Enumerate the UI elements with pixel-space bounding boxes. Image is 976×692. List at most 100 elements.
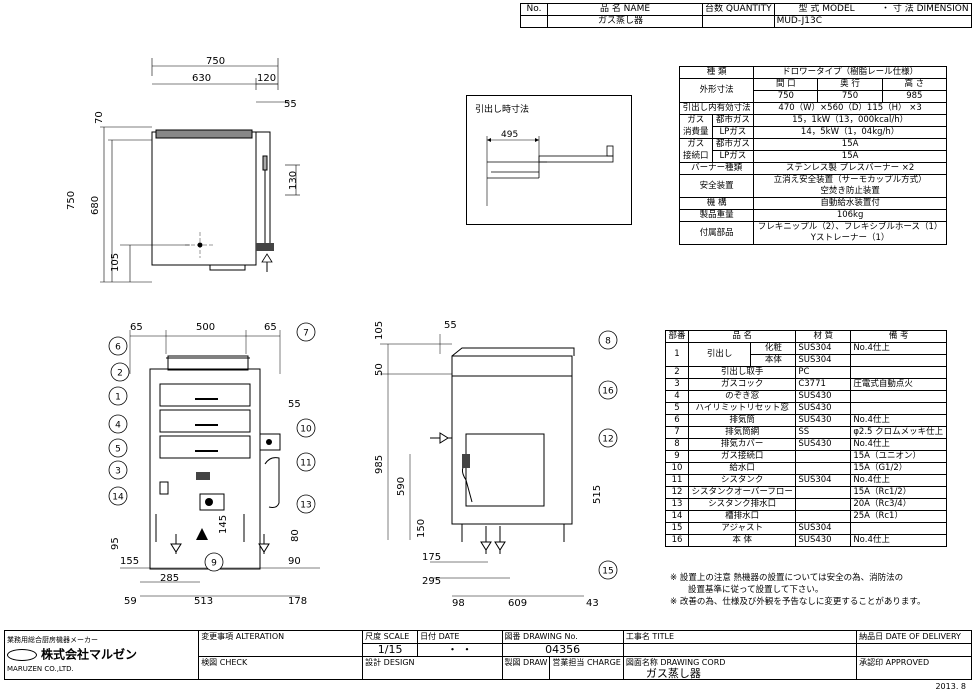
scale-label: 尺度 SCALE <box>362 630 419 644</box>
part-no: 12 <box>665 486 689 499</box>
part-note: No.4仕上 <box>850 474 947 487</box>
part-material: SUS430 <box>795 438 852 451</box>
inner-label: 引出し内有効寸法 <box>678 102 755 115</box>
notes: ※ 設置上の注意 熱機器の設置については安全の為、消防法の 設置基準に従って設置… <box>670 572 925 608</box>
dim-front-285: 285 <box>160 573 179 584</box>
alteration-label: 変更事項 ALTERATION <box>198 630 364 657</box>
part-note: No.4仕上 <box>850 534 947 547</box>
part-name: 槽排水口 <box>687 510 797 523</box>
part-name: ガスコック <box>687 378 797 391</box>
drawing-cord-label: 図面名称 DRAWING CORD <box>625 658 726 667</box>
draw-label: 製図 DRAW <box>501 656 551 680</box>
drawer-extension-title: 引出し時寸法 <box>475 105 530 115</box>
type-label: 種 類 <box>678 66 755 79</box>
parts-header-name: 品 名 <box>687 330 797 343</box>
part-material: PC <box>795 366 852 379</box>
part-note: 25A（Rc1） <box>850 510 947 523</box>
part-material: SS <box>795 426 852 439</box>
dim-top-70: 70 <box>94 111 105 124</box>
dim-side-175: 175 <box>422 552 441 563</box>
part-material: SUS430 <box>795 534 852 547</box>
drawing-no-value: 04356 <box>501 643 624 657</box>
company-name-en: MARUZEN CO.,LTD. <box>7 665 74 673</box>
dim-front-55: 55 <box>288 399 301 410</box>
part-material <box>795 462 852 475</box>
part-material: SUS430 <box>795 402 852 415</box>
note-3: ※ 改善の為、仕様及び外観を予告なしに変更することがあります。 <box>670 597 926 607</box>
top-view-drawing: 750 630 120 55 70 130 750 680 105 <box>66 56 300 283</box>
part-material: SUS304 <box>795 522 852 535</box>
dim-side-55: 55 <box>444 320 457 331</box>
part-name: アジャスト <box>687 522 797 535</box>
part-note <box>850 366 947 379</box>
city-gas-label: 都市ガス <box>711 114 755 127</box>
part-no: 2 <box>665 366 689 379</box>
dim-side-295: 295 <box>422 576 441 587</box>
side-view-drawing: 105 55 50 985 590 150 515 175 295 98 609… <box>374 320 603 609</box>
company-cell: 業務用総合厨房機器メーカー 株式会社マルゼン MARUZEN CO.,LTD. <box>3 630 200 680</box>
company-tagline: 業務用総合厨房機器メーカー <box>7 636 98 644</box>
gas-conn-label2: 接続口 <box>679 150 713 163</box>
part-name: 本 体 <box>687 534 797 547</box>
check-label: 検図 CHECK <box>198 656 364 680</box>
model-value: MUD-J13C <box>773 15 973 28</box>
burner-value: ステンレス製 プレスバーナー ×2 <box>753 162 947 175</box>
dim-left-680: 680 <box>90 196 101 215</box>
dim-side-50: 50 <box>374 363 385 376</box>
part-material <box>795 486 852 499</box>
company-name: 株式会社マルゼン <box>41 647 138 662</box>
part-material: C3771 <box>795 378 852 391</box>
title-label: 工事名 TITLE <box>622 630 858 644</box>
city-gas-label2: 都市ガス <box>711 138 755 151</box>
dim-side-98: 98 <box>452 598 465 609</box>
safety-value2: 空焚き防止装置 <box>753 186 947 198</box>
part-note: No.4仕上 <box>850 342 947 355</box>
part-name: 引出し取手 <box>687 366 797 379</box>
part-note <box>850 354 947 367</box>
part-sub: 本体 <box>750 354 797 367</box>
weight-label: 製品重量 <box>678 209 755 222</box>
acc-label: 付属部品 <box>678 221 755 245</box>
part-note: 15A（G1/2） <box>850 462 947 475</box>
inner-value: 470（W）×560（D）115（H） ×3 <box>753 102 947 115</box>
part-material <box>795 510 852 523</box>
part-no: 14 <box>665 510 689 523</box>
part-note <box>850 402 947 415</box>
part-no: 13 <box>665 498 689 511</box>
part-no: 1 <box>665 342 689 367</box>
part-material: SUS304 <box>795 342 852 355</box>
acc-value1: フレキニップル（2）、フレキシブルホース（1） <box>753 221 947 233</box>
drawing-no-label: 図番 DRAWING No. <box>501 630 624 644</box>
dim-top-55: 55 <box>284 99 297 110</box>
mech-value: 自動給水装置付 <box>753 197 947 210</box>
dim-front-95: 95 <box>110 537 121 550</box>
drawer-extension-diagram: 495 <box>486 130 614 206</box>
no-label: No. <box>520 3 548 16</box>
lp-gas-label2: LPガス <box>711 150 755 163</box>
part-name: ハイリミットリセット窓 <box>687 402 797 415</box>
dim-top-630: 630 <box>192 73 211 84</box>
drawing-cord-value: ガス蒸し器 <box>645 667 701 680</box>
part-note: No.4仕上 <box>850 414 947 427</box>
front-view-drawing: 65 500 65 55 95 145 80 155 285 90 59 513… <box>110 322 320 607</box>
dim-top-750: 750 <box>206 56 225 67</box>
dim-front-178: 178 <box>288 596 307 607</box>
d-label: 奥 行 <box>817 78 883 91</box>
dim-front-513: 513 <box>194 596 213 607</box>
parts-header-material: 材 質 <box>795 330 852 343</box>
product-name: ガス蒸し器 <box>547 15 703 28</box>
header-table: No. 品 名 NAME 台数 QUANTITY 型 式 MODEL ・ 寸 法… <box>520 3 973 28</box>
drawer-extension-box: 引出し時寸法 495 <box>466 95 632 225</box>
dim-front-65a: 65 <box>130 322 143 333</box>
title-block: 業務用総合厨房機器メーカー 株式会社マルゼン MARUZEN CO.,LTD. … <box>3 630 972 680</box>
weight-value: 106kg <box>753 209 947 222</box>
design-label: 設計 DESIGN <box>362 656 503 680</box>
part-no: 6 <box>665 414 689 427</box>
